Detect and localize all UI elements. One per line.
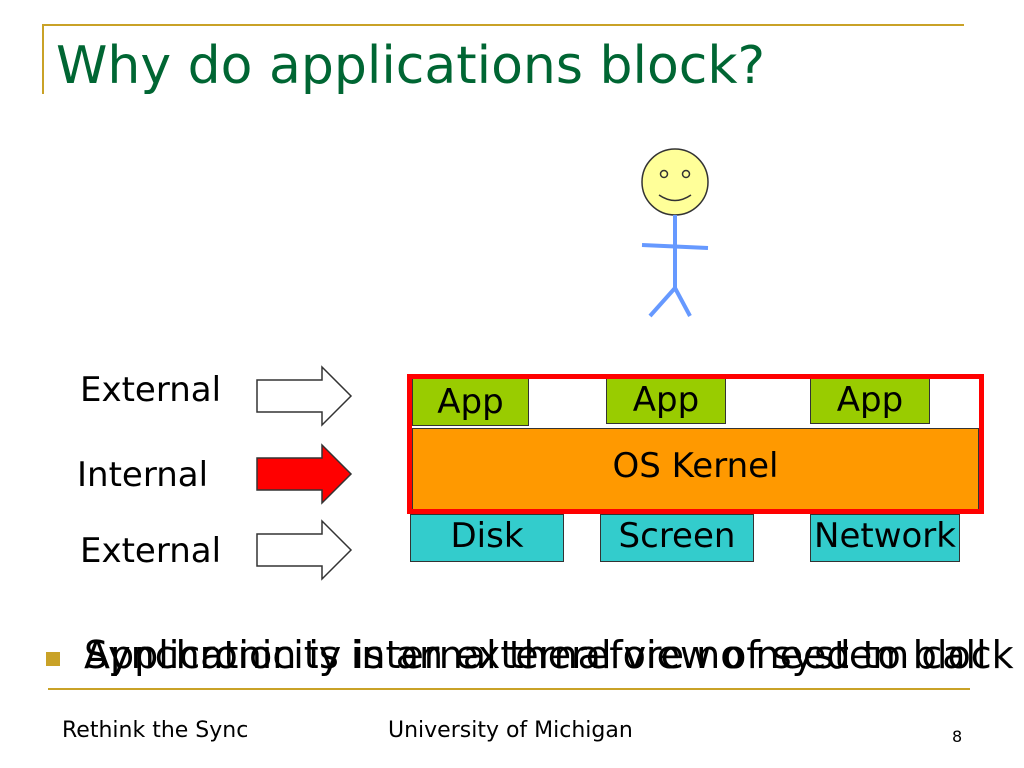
footer-left-text: Rethink the Sync xyxy=(62,718,249,743)
network-box: Network xyxy=(810,514,960,562)
arrow-external-top-icon xyxy=(256,365,353,427)
page-number: 8 xyxy=(952,727,963,746)
app-box-1: App xyxy=(412,378,529,426)
arrow-external-bottom-icon xyxy=(256,519,353,581)
arrow-internal-icon xyxy=(256,443,353,505)
footer-rule xyxy=(48,688,970,690)
user-stick-figure-icon xyxy=(641,148,709,318)
label-external-top: External xyxy=(80,370,222,410)
title-frame-left-rule xyxy=(42,24,44,94)
app-box-2: App xyxy=(606,376,726,424)
bullet-text-2: Synchronicity is an external view of sys… xyxy=(84,633,987,677)
footer-center-text: University of Michigan xyxy=(388,718,633,743)
internal-highlight-outline xyxy=(407,374,984,514)
bullet-text-1: Application is internal therefore no nee… xyxy=(84,633,1014,677)
title-frame-top-rule xyxy=(42,24,964,26)
label-external-bottom: External xyxy=(80,531,222,571)
slide-title: Why do applications block? xyxy=(56,36,766,96)
bullet-marker xyxy=(46,652,60,666)
disk-box: Disk xyxy=(410,514,564,562)
screen-box: Screen xyxy=(600,514,754,562)
app-box-3: App xyxy=(810,376,930,424)
os-kernel-box: OS Kernel xyxy=(412,428,979,510)
label-internal: Internal xyxy=(77,455,209,495)
